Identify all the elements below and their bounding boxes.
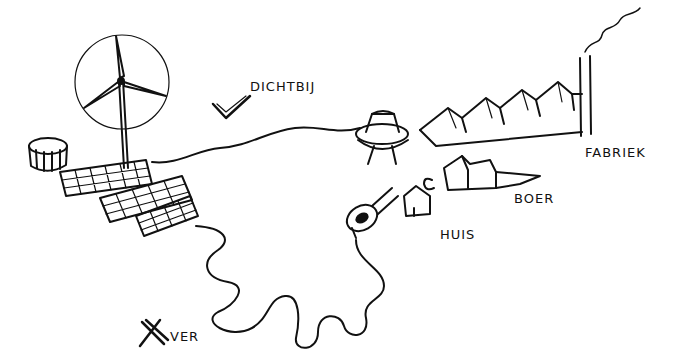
- storage-tank: [29, 138, 67, 171]
- place-label: DICHTBIJ: [250, 80, 315, 94]
- place-label: BOER: [514, 192, 554, 206]
- check-mark: [213, 96, 250, 118]
- check-mark-inner: [217, 96, 246, 112]
- farm-house: [444, 156, 540, 190]
- solar-panels: [60, 160, 198, 236]
- far-wire: [196, 226, 384, 348]
- cross-mark: [140, 320, 168, 346]
- power-socket: [356, 111, 408, 164]
- power-plug: [342, 188, 398, 238]
- wind-turbine: [75, 35, 169, 168]
- place-label: HUIS: [440, 228, 475, 242]
- house: [404, 179, 434, 216]
- factory: [420, 8, 640, 146]
- place-label: VER: [170, 330, 199, 344]
- near-wire: [152, 127, 360, 162]
- place-label: FABRIEK: [585, 146, 646, 160]
